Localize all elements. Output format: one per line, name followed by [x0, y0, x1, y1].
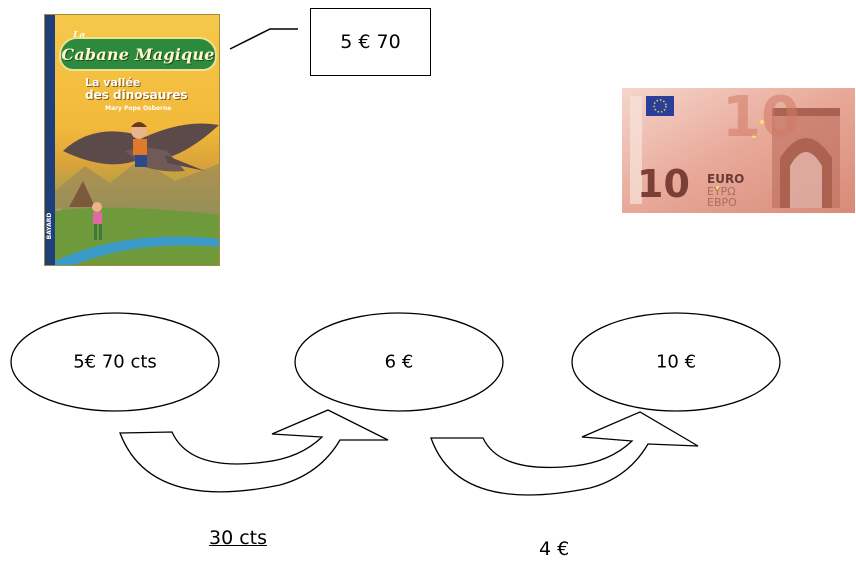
series-title: Cabane Magique: [61, 44, 215, 64]
price-connector-line: [229, 28, 298, 50]
book-subtitle-line1: La vallée: [85, 76, 141, 89]
banknote-euro-greek: ΕΥΡΩ: [707, 185, 736, 198]
node-ellipse-end: [571, 312, 781, 412]
banknote-euro-latin: EURO: [707, 172, 745, 186]
publisher-label: BAYARD AVENTURE: [46, 208, 63, 244]
book-subtitle: La vallée des dinosaures: [85, 76, 195, 102]
book-spine: [45, 15, 55, 265]
change-counting-diagram: [10, 312, 781, 496]
banknote-watermark-value: 10: [722, 85, 800, 150]
series-logo: Cabane Magique: [59, 37, 217, 71]
node-label-start: 5€ 70 cts: [73, 351, 157, 373]
node-label-end: 10 €: [655, 351, 697, 373]
pterodactyl-illustration: [55, 122, 219, 265]
node-ellipse-start: [10, 312, 220, 412]
curved-arrow-1: [119, 409, 389, 493]
series-small-label: La: [73, 31, 86, 41]
price-tag-text: 5 € 70: [340, 31, 401, 53]
step-label-2: 4 €: [539, 538, 570, 560]
node-ellipse-middle: [294, 312, 504, 412]
banknote-euro-cyrillic: ЕВРО: [707, 196, 737, 209]
book-author: Mary Pope Osborne: [105, 105, 172, 112]
price-tag-box: 5 € 70: [310, 8, 431, 76]
step-label-1: 30 cts: [209, 527, 268, 549]
book-cover-image: BAYARD AVENTURE La Cabane Magique La val…: [44, 14, 220, 266]
curved-arrow-2: [430, 411, 699, 496]
ten-euro-banknote: [622, 88, 855, 213]
book-subtitle-line2: des dinosaures: [85, 88, 188, 102]
banknote-value: 10: [637, 162, 690, 206]
node-label-middle: 6 €: [384, 351, 414, 373]
